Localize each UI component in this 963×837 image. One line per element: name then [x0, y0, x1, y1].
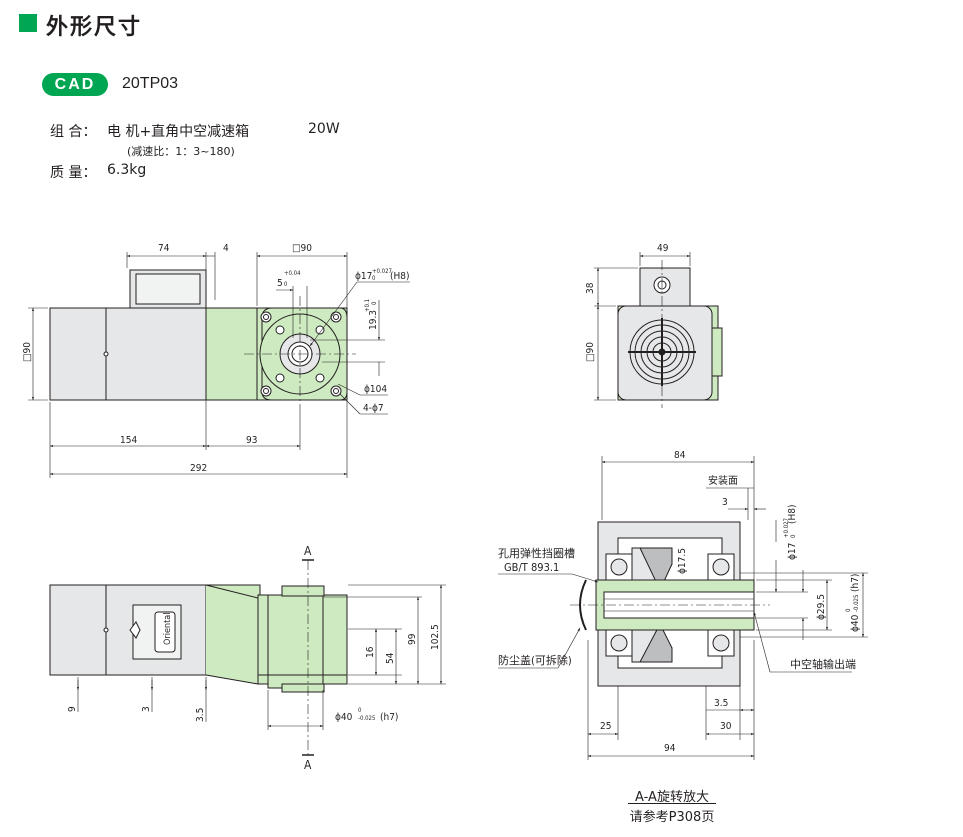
- dim-keyway-tol: +0.04: [284, 270, 301, 277]
- dim-3-5: 3.5: [714, 698, 728, 709]
- bottom-view: [49, 559, 446, 756]
- dim-keyway-tol2: 0: [284, 281, 288, 288]
- dim-30: 30: [720, 721, 732, 732]
- dim-phi29-5: ϕ29.5: [816, 594, 827, 620]
- page-title: 外形尺寸: [46, 15, 143, 40]
- combo-label: 组 合：: [50, 124, 97, 140]
- section-mark-top: A: [304, 544, 312, 558]
- dim-38: 38: [585, 282, 596, 294]
- dim-25: 25: [600, 721, 611, 732]
- ratio-note: (减速比：1：3~180): [127, 145, 235, 158]
- brand-label: Oriental: [163, 613, 173, 645]
- section-view-dims: 84 安装面 3 ϕ17 +0.027 0 (H8) ϕ17.5 ϕ29.5 ϕ…: [498, 450, 861, 754]
- dim-phi40: ϕ40: [850, 614, 861, 632]
- dim-bore: ϕ17: [787, 543, 798, 560]
- section-view: [498, 456, 868, 760]
- dim-54: 54: [385, 652, 396, 664]
- standard-label: GB/T 893.1: [504, 561, 559, 574]
- dim-bore-tol: +0.027: [372, 268, 392, 275]
- bottom-view-dims: A A 9 3 3.5 16 54 99 102.5 ϕ40 0 -0.025 …: [67, 544, 441, 772]
- model-number: 20TP03: [122, 75, 179, 92]
- mass-value: 6.3kg: [107, 162, 147, 178]
- dim-93: 93: [246, 435, 257, 446]
- mass-label: 质 量：: [50, 165, 97, 181]
- dim-holes: 4-ϕ7: [363, 403, 384, 414]
- dim-74: 74: [158, 243, 170, 254]
- dim-3: 3: [722, 497, 728, 508]
- dim-bore-tol2: 0: [790, 534, 797, 538]
- dim-phi40-fit: (h7): [380, 712, 398, 723]
- output-end-label: 中空轴输出端: [790, 657, 856, 671]
- dim-phi40-tol: 0: [358, 707, 362, 714]
- dim-154: 154: [120, 435, 137, 446]
- dim-phi104: ϕ104: [364, 384, 387, 395]
- dim-sq90-left: □90: [22, 342, 33, 362]
- title-marker: [19, 14, 37, 32]
- dim-3-5: 3.5: [195, 708, 206, 722]
- dim-292: 292: [190, 463, 207, 474]
- side-view: [594, 252, 723, 408]
- front-view: [28, 252, 410, 478]
- dim-19-3: 19.3: [368, 310, 379, 330]
- dim-94: 94: [664, 743, 676, 754]
- dust-cover-label: 防尘盖(可拆除): [498, 653, 572, 667]
- combo-value: 电 机+直角中空减速箱: [107, 124, 250, 140]
- cad-badge[interactable]: CAD: [42, 73, 108, 96]
- dim-84: 84: [674, 450, 686, 461]
- dim-102-5: 102.5: [430, 624, 441, 650]
- dim-16: 16: [365, 646, 376, 658]
- dim-phi40-tol2: -0.025: [358, 715, 375, 722]
- power-value: 20W: [308, 121, 340, 137]
- dim-phi40-fit: (h7): [850, 574, 861, 592]
- dim-bore-tol2: 0: [372, 275, 376, 282]
- dim-sq90-top: □90: [292, 243, 312, 254]
- dim-phi40-tol: 0: [845, 608, 852, 612]
- dim-bore: ϕ17: [355, 271, 372, 282]
- mount-face-label: 安装面: [708, 474, 738, 487]
- dim-19-3-tol2: 0: [371, 301, 378, 305]
- dim-49: 49: [657, 243, 669, 254]
- dim-19-3-tol: +0.1: [364, 299, 371, 312]
- dim-keyway: 5: [277, 278, 283, 289]
- dim-bore-fit: (H8): [787, 504, 798, 524]
- snap-ring-label: 孔用弹性挡圈槽: [498, 546, 575, 560]
- dim-bore-tol: +0.027: [783, 518, 790, 538]
- dim-9: 9: [67, 706, 78, 712]
- dim-phi40: ϕ40: [335, 712, 353, 723]
- dim-99: 99: [407, 633, 418, 645]
- section-caption-ref[interactable]: 请参考P308页: [629, 810, 715, 825]
- dim-phi17-5: ϕ17.5: [677, 548, 688, 574]
- dim-phi40-tol2: -0.025: [853, 595, 860, 612]
- side-view-dims: 49 38 □90: [585, 243, 669, 362]
- section-caption: A-A旋转放大: [635, 790, 709, 805]
- caption-underline: [628, 803, 716, 804]
- dim-bore-fit: (H8): [390, 271, 410, 282]
- dim-3: 3: [141, 706, 152, 712]
- front-view-dims: 74 4 □90 5 +0.04 0 ϕ17 +0.027 0 (H8) 19.…: [22, 243, 410, 474]
- section-mark-bottom: A: [304, 758, 312, 772]
- dim-sq90: □90: [585, 342, 596, 362]
- dim-4: 4: [223, 243, 229, 254]
